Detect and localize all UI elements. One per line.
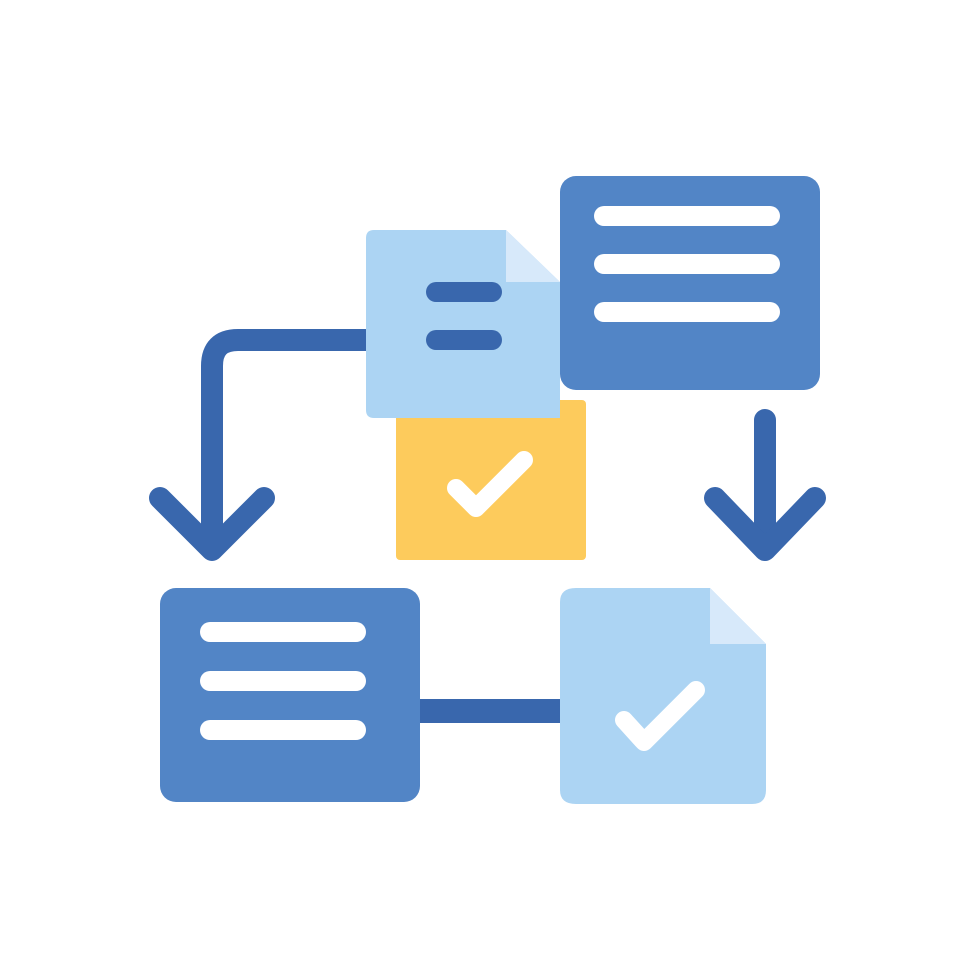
- document-list-icon: [160, 588, 420, 802]
- checkmark-icon: [447, 451, 533, 517]
- checkmark-icon: [615, 681, 705, 751]
- arrow-down-icon: [704, 487, 826, 561]
- approved-document-icon: [560, 588, 766, 804]
- approval-card: [396, 400, 586, 560]
- connector-left-line: [201, 329, 379, 559]
- approval-card-body: [396, 400, 586, 560]
- document-list-icon: [560, 176, 820, 390]
- arrow-down-icon: [149, 487, 275, 561]
- document-file-icon: [366, 230, 560, 418]
- connector-horizontal: [412, 699, 564, 723]
- connector-right-arrow: [704, 409, 826, 561]
- approved-document-fold: [710, 588, 766, 644]
- document-file-fold: [506, 230, 560, 282]
- panel-bottom-left: [160, 588, 420, 802]
- panel-top-right: [560, 176, 820, 390]
- connector-left-elbow: [149, 329, 379, 561]
